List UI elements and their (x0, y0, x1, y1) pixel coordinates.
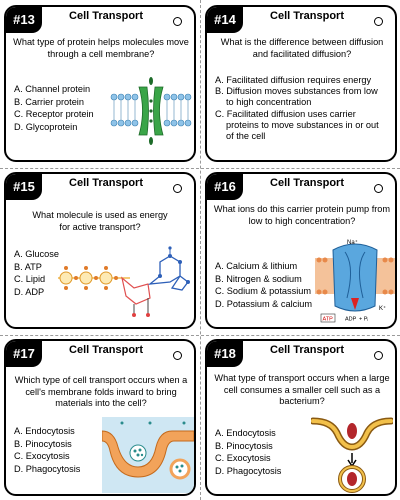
answer-option: A. Endocytosis (215, 428, 276, 438)
card-number: #14 (207, 7, 243, 33)
answer-option: A. Facilitated diffusion requires energy (215, 75, 372, 85)
card-number: #16 (207, 174, 243, 200)
answer-option: D. Potassium & calcium (215, 298, 313, 309)
punch-hole (173, 17, 182, 26)
phosphate-label: + Pᵢ (359, 317, 368, 323)
answer-options: A. Endocytosis B. Pinocytosis C. Exocyto… (14, 425, 80, 475)
answer-options: A. Facilitated diffusion requires energy… (215, 75, 385, 142)
card-number: #15 (6, 174, 42, 200)
answer-option: C. Lipid (14, 274, 46, 284)
card-number: #17 (6, 341, 42, 367)
atp-label: ATP (323, 317, 334, 323)
phagocytosis-illustration (311, 417, 393, 493)
task-card-16: #16 Cell Transport What ions do this car… (205, 172, 397, 329)
answer-options: A. Channel protein B. Carrier protein C.… (14, 83, 94, 133)
task-card-14: #14 Cell Transport What is the differenc… (205, 5, 397, 162)
channel-protein-illustration (110, 77, 192, 145)
card-number: #18 (207, 341, 243, 367)
answer-option: C. Sodium & potassium (215, 286, 311, 296)
question-text: What ions do this carrier protein pump f… (213, 204, 391, 226)
answer-option: D. Glycoprotein (14, 121, 78, 132)
answer-option: A. Endocytosis (14, 426, 75, 436)
answer-option: B. Pinocytosis (215, 440, 273, 451)
card-title: Cell Transport (69, 344, 143, 356)
vertical-cut-line (200, 0, 201, 500)
answer-option: D. ADP (14, 286, 45, 297)
answer-option: C. Exocytosis (14, 451, 70, 461)
answer-option: B. Pinocytosis (14, 438, 72, 449)
card-title: Cell Transport (69, 177, 143, 189)
horizontal-cut-line (0, 335, 400, 336)
adp-label: ADP (345, 317, 357, 323)
punch-hole (173, 184, 182, 193)
answer-option: D. Phagocytosis (14, 463, 81, 474)
sodium-potassium-pump-illustration: Na⁺ K⁺ ATP ADP + Pᵢ (315, 239, 395, 323)
answer-option: B. Diffusion moves substances from low t… (215, 86, 378, 108)
na-ion-label: Na⁺ (347, 239, 358, 246)
answer-option: B. ATP (14, 261, 42, 272)
horizontal-cut-line (0, 168, 400, 169)
question-text: What is the difference between diffusion… (220, 37, 384, 59)
punch-hole (374, 17, 383, 26)
answer-option: D. Phagocytosis (215, 465, 282, 476)
answer-option: A. Glucose (14, 249, 59, 259)
answer-option: C. Exocytosis (215, 453, 271, 463)
answer-option: B. Carrier protein (14, 96, 84, 107)
task-card-18: #18 Cell Transport What type of transpor… (205, 339, 397, 496)
task-card-13: #13 Cell Transport What type of protein … (4, 5, 196, 162)
answer-option: A. Calcium & lithium (215, 261, 298, 271)
answer-options: A. Endocytosis B. Pinocytosis C. Exocyto… (215, 427, 281, 477)
card-number: #13 (6, 7, 42, 33)
k-ion-label: K⁺ (379, 305, 386, 312)
question-text: What type of protein helps molecules mov… (13, 37, 189, 59)
answer-option: C. Facilitated diffusion uses carrier pr… (215, 108, 379, 142)
question-text: What molecule is used as energy for acti… (32, 210, 168, 232)
question-text: Which type of cell transport occurs when… (14, 375, 188, 408)
card-title: Cell Transport (270, 177, 344, 189)
task-card-15: #15 Cell Transport What molecule is used… (4, 172, 196, 329)
answer-option: A. Channel protein (14, 84, 91, 94)
card-title: Cell Transport (69, 10, 143, 22)
answer-options: A. Calcium & lithium B. Nitrogen & sodiu… (215, 260, 312, 310)
punch-hole (374, 184, 383, 193)
punch-hole (173, 351, 182, 360)
card-title: Cell Transport (270, 10, 344, 22)
punch-hole (374, 351, 383, 360)
answer-options: A. Glucose B. ATP C. Lipid D. ADP (14, 248, 59, 298)
answer-option: B. Nitrogen & sodium (215, 273, 302, 284)
endocytosis-illustration (102, 417, 194, 493)
atp-molecule-illustration (58, 246, 190, 317)
card-title: Cell Transport (270, 344, 344, 356)
answer-option: C. Receptor protein (14, 109, 94, 119)
task-card-17: #17 Cell Transport Which type of cell tr… (4, 339, 196, 496)
question-text: What type of transport occurs when a lar… (214, 373, 390, 406)
